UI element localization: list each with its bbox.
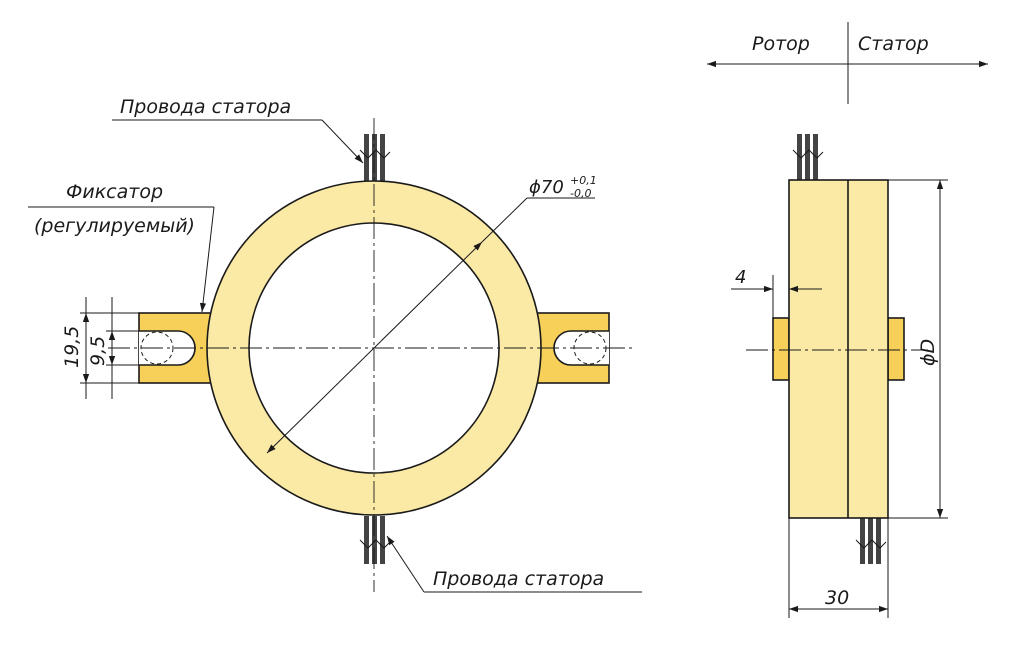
inner-height-label: 9,5	[87, 336, 109, 366]
side-left-bracket	[772, 317, 790, 381]
diameter-symbol: ϕ	[529, 177, 541, 198]
wire	[364, 134, 369, 182]
diameter-dimension-line	[266, 241, 483, 454]
wire	[860, 518, 865, 564]
wire	[372, 134, 377, 182]
wire	[805, 134, 810, 180]
stator-label: Статор	[858, 33, 929, 55]
wire	[372, 516, 377, 564]
fixator-label-leader	[199, 206, 215, 313]
wire	[380, 516, 385, 564]
top-label-leader	[321, 119, 364, 164]
rotor-label: Ротор	[752, 33, 810, 55]
wire-break-mark	[359, 149, 391, 159]
side-top-wires	[792, 134, 824, 180]
bracket-height-dimensions: 19,5 9,5	[61, 297, 139, 399]
side-bottom-wires	[855, 518, 887, 564]
bottom-wires	[359, 516, 391, 564]
top-wires	[359, 134, 391, 182]
diameter-d-label: ϕD	[917, 339, 939, 366]
width-dimension-label: 30	[825, 587, 849, 609]
fixator-sublabel: (регулируемый)	[34, 215, 195, 237]
bottom-wires-label: Провода статора	[433, 568, 604, 590]
rotor-stator-header: Ротор Статор	[707, 22, 988, 104]
wire-break-mark	[792, 149, 824, 159]
fixator-label: Фиксатор	[66, 181, 163, 203]
wire	[380, 134, 385, 182]
diameter-label: ϕ70	[529, 177, 564, 198]
wire	[364, 516, 369, 564]
bottom-label-leader	[386, 535, 425, 593]
top-wires-label: Провода статора	[120, 96, 291, 118]
offset-dimension-label: 4	[735, 267, 746, 288]
side-right-bracket	[887, 317, 905, 381]
diameter-leader	[481, 197, 528, 243]
tolerance-upper: +0,1	[570, 174, 597, 187]
wire-break-mark	[359, 539, 391, 549]
wire-break-mark	[855, 539, 887, 549]
front-view: ϕ70 +0,1 -0,0 Провода статора Провода ст…	[28, 96, 642, 593]
diameter-value: 70	[541, 177, 564, 198]
outer-height-label: 19,5	[61, 326, 83, 368]
side-body	[788, 179, 889, 519]
wire	[876, 518, 881, 564]
side-view: 4 30 ϕD	[731, 134, 948, 618]
tolerance-lower: -0,0	[570, 187, 591, 200]
